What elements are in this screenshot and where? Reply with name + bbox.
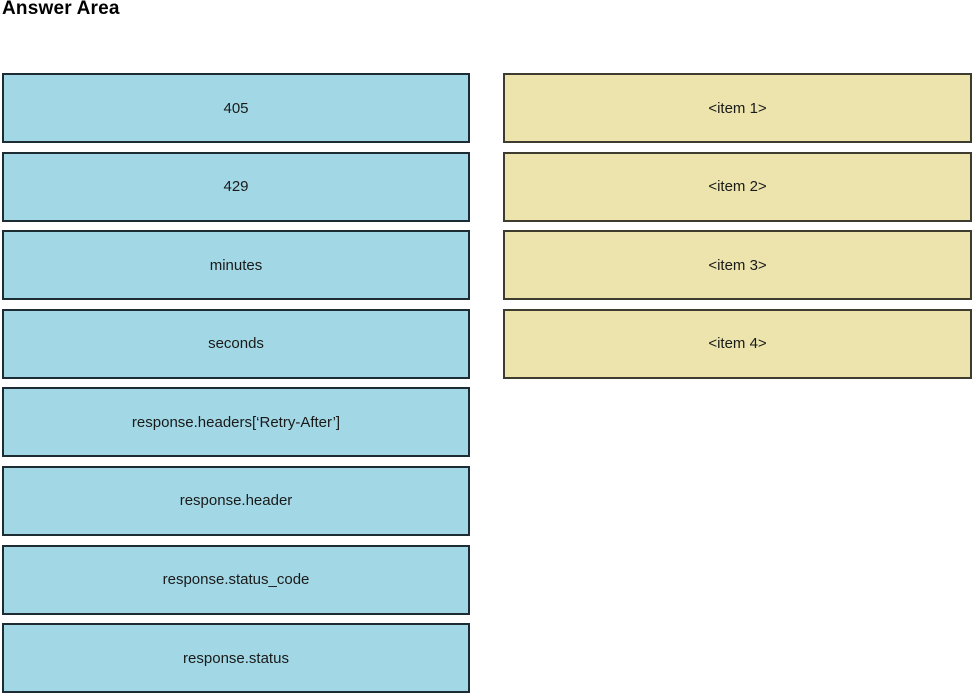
drop-target-item-4[interactable]: <item 4>: [503, 308, 972, 379]
drop-targets-column: <item 1> <item 2> <item 3> <item 4>: [503, 73, 972, 387]
token-405[interactable]: 405: [2, 73, 470, 143]
token-response-status[interactable]: response.status: [2, 623, 470, 694]
drop-target-item-3[interactable]: <item 3>: [503, 230, 972, 301]
token-response-header[interactable]: response.header: [2, 465, 470, 536]
answer-area-title: Answer Area: [2, 0, 120, 19]
token-minutes[interactable]: minutes: [2, 230, 470, 301]
token-retry-after-header[interactable]: response.headers[‘Retry-After’]: [2, 387, 470, 458]
drop-target-item-1[interactable]: <item 1>: [503, 73, 972, 143]
token-response-status-code[interactable]: response.status_code: [2, 544, 470, 615]
token-429[interactable]: 429: [2, 151, 470, 222]
token-seconds[interactable]: seconds: [2, 308, 470, 379]
drop-target-item-2[interactable]: <item 2>: [503, 151, 972, 222]
source-tokens-column: 405 429 minutes seconds response.headers…: [2, 73, 470, 696]
